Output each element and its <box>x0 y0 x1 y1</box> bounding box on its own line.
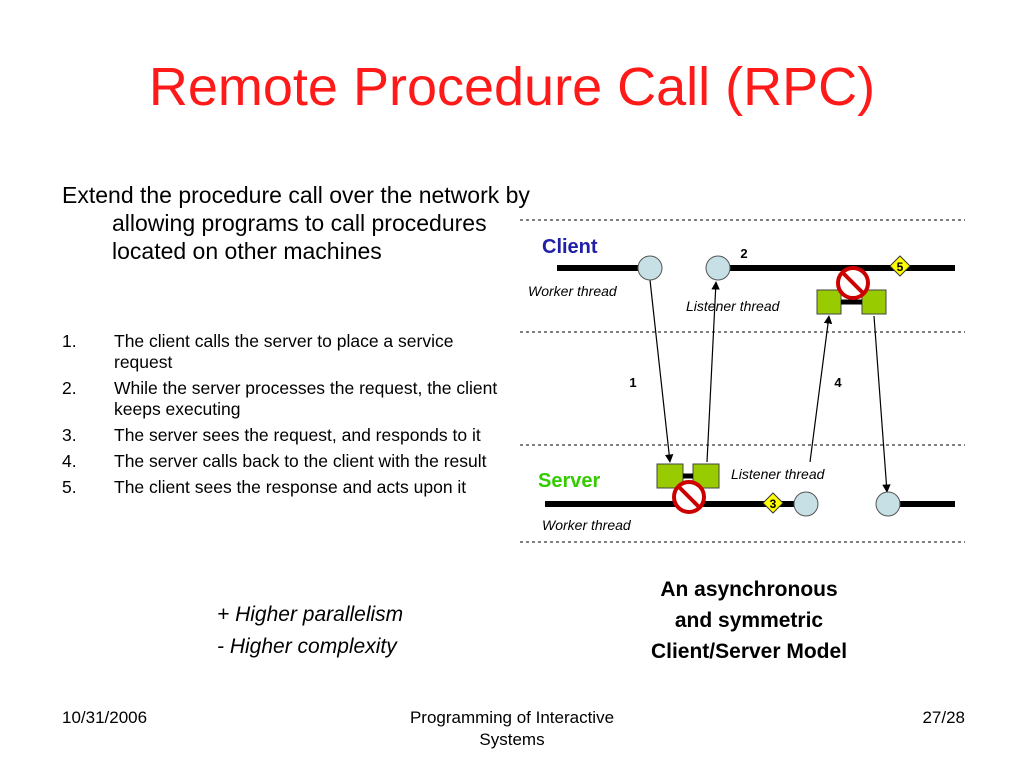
arrow-1 <box>649 279 674 463</box>
caption-line: An asynchronous <box>660 578 838 601</box>
steps-list: 1. The client calls the server to place a… <box>62 331 512 503</box>
arrow-5 <box>873 315 891 493</box>
list-text: The server sees the request, and respond… <box>114 425 481 445</box>
client-worker-thread-icon <box>637 255 663 281</box>
arrow-4 <box>809 315 833 463</box>
arrow-2 <box>706 281 720 463</box>
server-listener-label: Listener thread <box>731 466 826 482</box>
footer-course-line: Systems <box>479 730 545 749</box>
server-worker-label: Worker thread <box>542 517 632 533</box>
footer-course-line: Programming of Interactive <box>409 708 615 727</box>
server-worker-thread-icon <box>875 491 901 517</box>
list-number: 4. <box>62 451 77 471</box>
client-listener-label: Listener thread <box>686 298 781 314</box>
pro-line: + Higher parallelism <box>217 603 404 626</box>
footer-page-number: 27/28 <box>922 708 965 727</box>
server-label: Server <box>538 470 600 492</box>
slide-title: Remote Procedure Call (RPC) <box>148 57 876 117</box>
list-number: 5. <box>62 477 77 497</box>
list-item: 1. The client calls the server to place a… <box>62 331 512 373</box>
client-worker-label: Worker thread <box>528 283 618 299</box>
client-queue-box <box>816 289 842 315</box>
tradeoffs: + Higher parallelism - Higher complexity <box>217 599 403 663</box>
server-listener-thread-icon <box>793 491 819 517</box>
list-text: While the server processes the request, … <box>114 378 498 419</box>
list-item: 3. The server sees the request, and respo… <box>62 425 512 446</box>
list-item: 2. While the server processes the request… <box>62 378 512 420</box>
con-line: - Higher complexity <box>217 635 397 658</box>
list-text: The client calls the server to place a s… <box>114 331 454 372</box>
list-item: 5. The client sees the response and acts … <box>62 477 512 498</box>
server-stop-icon <box>672 480 706 514</box>
intro-paragraph: Extend the procedure call over the netwo… <box>62 182 530 264</box>
badge-5: 5 <box>889 255 911 277</box>
footer-date: 10/31/2006 <box>62 708 148 727</box>
client-label: Client <box>542 236 598 258</box>
list-number: 2. <box>62 378 77 398</box>
arrow-2-label: 2 <box>740 246 747 261</box>
list-text: The client sees the response and acts up… <box>114 477 467 497</box>
arrow-1-label: 1 <box>629 375 636 390</box>
arrow-4-label: 4 <box>834 375 842 390</box>
badge-3-label: 3 <box>770 497 777 511</box>
list-text: The server calls back to the client with… <box>114 451 487 471</box>
badge-5-label: 5 <box>897 260 904 274</box>
badge-3: 3 <box>762 492 784 514</box>
client-stop-icon <box>836 266 870 300</box>
diagram-caption: An asynchronous and symmetric Client/Ser… <box>618 574 880 667</box>
caption-line: and symmetric <box>674 609 824 632</box>
footer-course: Programming of Interactive Systems <box>362 707 662 751</box>
list-item: 4. The server calls back to the client wi… <box>62 451 512 472</box>
caption-line: Client/Server Model <box>650 640 848 663</box>
list-number: 1. <box>62 331 77 351</box>
list-number: 3. <box>62 425 77 445</box>
client-listener-thread-icon <box>705 255 731 281</box>
